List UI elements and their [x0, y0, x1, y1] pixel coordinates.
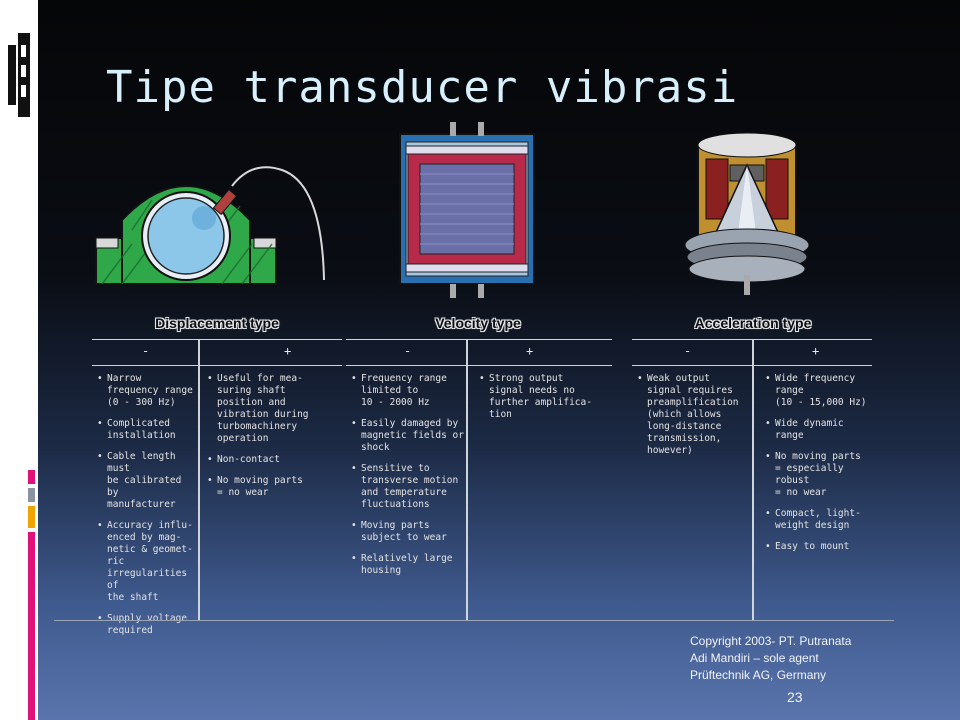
list-item: Narrow frequency range (0 - 300 Hz): [96, 373, 196, 409]
list-item: Non-contact: [206, 454, 326, 466]
copyright-line: Prüftechnik AG, Germany: [690, 668, 827, 682]
list-item: Wide dynamic range: [764, 418, 876, 442]
velocity-plus-list: Strong output signal needs no further am…: [478, 373, 598, 430]
table-divider: [346, 339, 612, 340]
list-item: Compact, light- weight design: [764, 508, 876, 532]
list-item: Complicated installation: [96, 418, 196, 442]
acceleration-type-table: Acceleration type - + Weak output signal…: [628, 305, 878, 620]
column-divider: [466, 339, 468, 620]
displacement-minus-list: Narrow frequency range (0 - 300 Hz) Comp…: [96, 373, 196, 646]
list-item: Easily damaged by magnetic fields or sho…: [350, 418, 465, 454]
copyright-notice: Copyright 2003- PT. Putranata Adi Mandir…: [690, 633, 851, 684]
table-divider: [92, 365, 342, 366]
velocity-sensor-icon: [399, 122, 535, 298]
copyright-line: Copyright 2003- PT. Putranata: [690, 634, 852, 648]
table-divider: [346, 365, 612, 366]
displacement-type-title: Displacement type: [155, 315, 279, 331]
accent-bar-long-magenta: [28, 532, 35, 720]
copyright-line: Adi Mandiri – sole agent: [690, 651, 819, 665]
table-divider: [92, 339, 342, 340]
list-item: Accuracy influ- enced by mag- netic & ge…: [96, 520, 196, 604]
slide: Tipe transducer vibrasi: [38, 0, 960, 720]
velocity-type-table: Velocity type - + Frequency range limite…: [338, 305, 618, 620]
minus-header: -: [142, 344, 150, 358]
displacement-type-table: Displacement type - + Narrow frequency r…: [82, 305, 352, 636]
list-item: Strong output signal needs no further am…: [478, 373, 598, 421]
slide-left-margin: [0, 0, 38, 720]
list-item: Supply voltage required: [96, 613, 196, 637]
list-item: No moving parts = no wear: [206, 475, 326, 499]
column-divider: [752, 339, 754, 620]
displacement-plus-list: Useful for mea- suring shaft position an…: [206, 373, 326, 508]
window-grid-icon: [8, 15, 34, 125]
list-item: Weak output signal requires preamplifica…: [636, 373, 751, 457]
accent-bar-orange: [28, 506, 35, 528]
list-item: Moving parts subject to wear: [350, 520, 465, 544]
acceleration-minus-list: Weak output signal requires preamplifica…: [636, 373, 751, 466]
column-divider: [198, 339, 200, 620]
acceleration-sensor-icon: [684, 132, 810, 295]
velocity-type-title: Velocity type: [435, 315, 521, 331]
slide-number: 23: [787, 689, 803, 705]
slide-title: Tipe transducer vibrasi: [106, 62, 739, 113]
accent-bar-magenta: [28, 470, 35, 484]
acceleration-plus-list: Wide frequency range (10 - 15,000 Hz) Wi…: [764, 373, 876, 562]
plus-header: +: [812, 344, 820, 358]
displacement-sensor-icon: [95, 166, 325, 285]
acceleration-type-title: Acceleration type: [694, 315, 812, 331]
list-item: Wide frequency range (10 - 15,000 Hz): [764, 373, 876, 409]
accent-bar-gray: [28, 488, 35, 502]
velocity-minus-list: Frequency range limited to 10 - 2000 Hz …: [350, 373, 465, 586]
minus-header: -: [684, 344, 692, 358]
list-item: Relatively large housing: [350, 553, 465, 577]
list-item: Frequency range limited to 10 - 2000 Hz: [350, 373, 465, 409]
plus-header: +: [526, 344, 534, 358]
list-item: Sensitive to transverse motion and tempe…: [350, 463, 465, 511]
list-item: Useful for mea- suring shaft position an…: [206, 373, 326, 445]
list-item: Easy to mount: [764, 541, 876, 553]
list-item: No moving parts = especially robust = no…: [764, 451, 876, 499]
list-item: Cable length must be calibrated by manuf…: [96, 451, 196, 511]
plus-header: +: [284, 344, 292, 358]
minus-header: -: [404, 344, 412, 358]
table-bottom-rule: [54, 620, 894, 621]
